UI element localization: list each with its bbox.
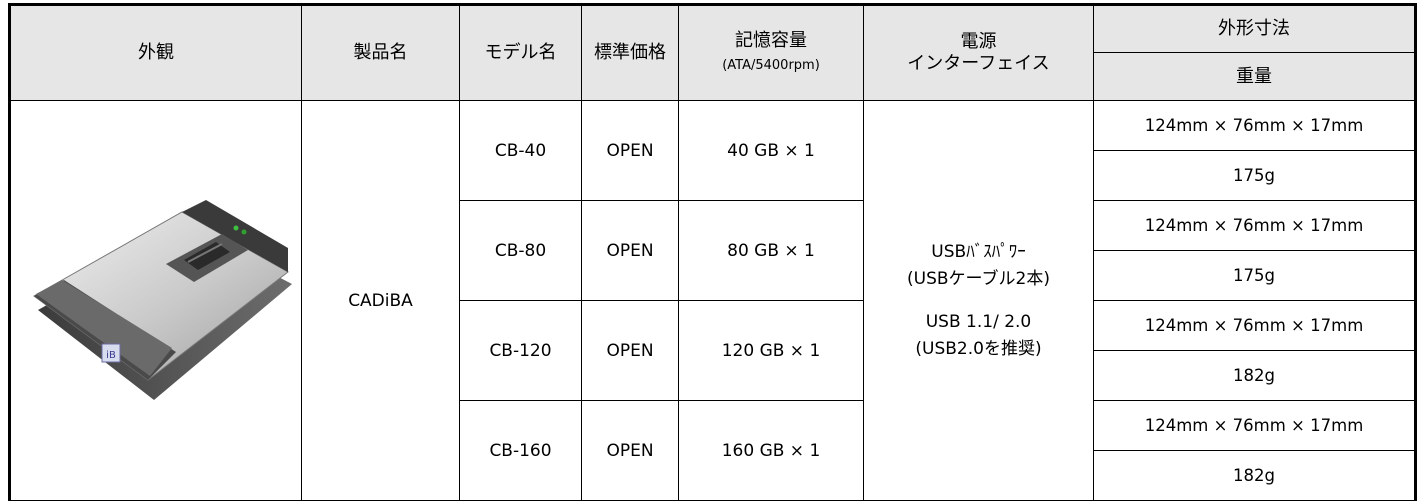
header-standard-price: 標準価格 (581, 4, 679, 101)
header-power-interface: 電源 インターフェイス (863, 4, 1094, 101)
row-1-model: CB-40 (459, 100, 582, 201)
header-capacity-label: 記憶容量 (735, 29, 807, 51)
row-3-dimensions: 124mm × 76mm × 17mm (1093, 300, 1416, 351)
row-2-capacity: 80 GB × 1 (678, 200, 864, 301)
row-1-capacity: 40 GB × 1 (678, 100, 864, 201)
header-weight: 重量 (1093, 52, 1416, 101)
row-4-price: OPEN (581, 400, 679, 501)
svg-text:iB: iB (106, 350, 116, 361)
row-2-dimensions: 124mm × 76mm × 17mm (1093, 200, 1416, 251)
header-power-line2: インターフェイス (907, 53, 1050, 74)
row-3-weight: 182g (1093, 350, 1416, 401)
row-4-weight: 182g (1093, 450, 1416, 501)
header-power-line1: 電源 (960, 31, 997, 52)
header-capacity-note: (ATA/5400rpm) (722, 57, 820, 73)
row-1-weight: 175g (1093, 150, 1416, 201)
header-product-name: 製品名 (301, 4, 460, 101)
interface-line2: (USB2.0を推奨) (915, 338, 1042, 359)
row-2-price: OPEN (581, 200, 679, 301)
interface-line1: USB 1.1/ 2.0 (925, 311, 1032, 332)
row-4-model: CB-160 (459, 400, 582, 501)
header-appearance: 外観 (9, 4, 302, 101)
row-2-model: CB-80 (459, 200, 582, 301)
product-photo: iB (33, 200, 292, 400)
row-2-weight: 175g (1093, 250, 1416, 301)
power-line1: USBﾊﾞｽﾊﾟﾜｰ (931, 241, 1026, 262)
header-capacity: 記憶容量 (ATA/5400rpm) (678, 4, 864, 101)
row-4-dimensions: 124mm × 76mm × 17mm (1093, 400, 1416, 451)
header-dimensions: 外形寸法 (1093, 4, 1416, 53)
power-line2: (USBケーブル2本) (907, 268, 1050, 289)
power-interface-cell: USBﾊﾞｽﾊﾟﾜｰ (USBケーブル2本) USB 1.1/ 2.0 (USB… (863, 100, 1094, 501)
product-spec-table: 外観 製品名 モデル名 標準価格 記憶容量 (ATA/5400rpm) 電源 イ… (8, 3, 1417, 501)
product-photo-cell: iB (9, 100, 302, 501)
row-1-dimensions: 124mm × 76mm × 17mm (1093, 100, 1416, 151)
row-3-price: OPEN (581, 300, 679, 401)
row-1-price: OPEN (581, 100, 679, 201)
header-model-name: モデル名 (459, 4, 582, 101)
row-3-capacity: 120 GB × 1 (678, 300, 864, 401)
row-4-capacity: 160 GB × 1 (678, 400, 864, 501)
product-name-cell: CADiBA (301, 100, 460, 501)
row-3-model: CB-120 (459, 300, 582, 401)
